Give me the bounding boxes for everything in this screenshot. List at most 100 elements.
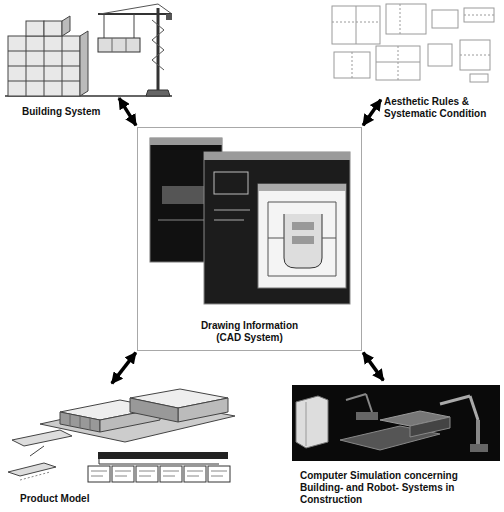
product-model-illustration: [91, 476, 103, 477]
product-model-illustration: [98, 452, 228, 459]
product-model-illustration: [136, 466, 158, 482]
product-model-illustration: [99, 459, 100, 464]
product-model-illustration: [184, 466, 206, 482]
simulation-illustration: [410, 417, 450, 437]
aesthetic-rules-illustration: [464, 15, 494, 16]
building-system-illustration: [152, 40, 164, 50]
product-model-illustration: [187, 471, 203, 472]
product-model-illustration: [12, 430, 72, 446]
product-model-illustration: [30, 446, 44, 456]
simulation-illustration: [346, 394, 366, 400]
aesthetic-rules-illustration: [376, 46, 420, 80]
caption-text: Building System: [22, 106, 100, 118]
aesthetic-rules-illustration: [332, 6, 380, 44]
product-model-illustration: [60, 412, 100, 432]
aesthetic-rules-illustration: [386, 4, 426, 34]
building-system-illustration: [166, 14, 172, 20]
building-system-illustration: [100, 4, 158, 14]
product-model-illustration: [20, 472, 50, 480]
product-model-illustration: [80, 416, 81, 428]
product-model-illustration: [211, 476, 223, 477]
cad-screen-illustration: [292, 236, 314, 244]
figure-panel: Aesthetic Rules & Systematic Condition: [382, 2, 504, 122]
product-model-illustration: [139, 471, 155, 472]
product-model-illustration: [91, 471, 107, 472]
product-model-illustration: [160, 466, 182, 482]
building-system-illustration: [5, 4, 172, 96]
building-system-illustration: [26, 21, 44, 36]
product-model-illustration: [112, 466, 134, 482]
building-system-illustration: [112, 38, 113, 52]
aesthetic-rules-illustration: [398, 46, 399, 80]
aesthetic-rules-illustration: [432, 10, 458, 28]
simulation-illustration: [470, 444, 488, 452]
product-model-illustration: [88, 466, 230, 482]
aesthetic-rules-illustration: [352, 52, 353, 78]
aesthetic-rules-illustration: [332, 4, 494, 82]
product-model-illustration: [163, 476, 175, 477]
product-model-illustration: [99, 464, 219, 465]
simulation-illustration: [440, 396, 470, 404]
product-model-illustration: [90, 418, 91, 430]
cad-screen-illustration: [150, 138, 350, 304]
cad-screen-illustration: [214, 210, 250, 211]
cad-screen-illustration: [322, 238, 336, 239]
cad-screen-illustration: [258, 184, 346, 191]
product-model-illustration: [115, 471, 131, 472]
product-model-illustration: [70, 414, 71, 426]
product-model-illustration: [211, 471, 227, 472]
building-system-illustration: [157, 8, 160, 92]
simulation-illustration: [476, 420, 480, 446]
simulation-illustration: [292, 385, 500, 461]
building-system-illustration: [8, 66, 80, 67]
aesthetic-rules-illustration: [334, 52, 370, 78]
building-system-illustration: [98, 38, 140, 52]
building-system-illustration: [8, 81, 80, 82]
simulation-illustration: [306, 402, 307, 446]
simulation-illustration: [366, 394, 372, 412]
building-system-illustration: [152, 60, 164, 70]
aesthetic-rules-illustration: [460, 55, 490, 56]
building-system-illustration: [104, 14, 105, 38]
aesthetic-rules-illustration: [400, 4, 401, 34]
double-arrow: [363, 353, 383, 381]
product-model-illustration: [163, 471, 179, 472]
product-model-illustration: [8, 389, 235, 482]
cad-screen-illustration: [258, 184, 346, 288]
product-model-illustration: [187, 476, 199, 477]
product-model-illustration: [178, 398, 228, 422]
building-system-illustration: [8, 36, 80, 96]
product-model-illustration: [139, 476, 151, 477]
figure-panel: Product Model: [5, 385, 245, 507]
cad-panel: Drawing Information (CAD System): [137, 127, 362, 351]
double-arrow: [119, 98, 136, 125]
building-system-illustration: [152, 50, 164, 60]
aesthetic-rules-illustration: [428, 44, 452, 66]
cad-screen-illustration: [162, 186, 206, 204]
caption-text: Aesthetic Rules & Systematic Condition: [384, 96, 498, 120]
caption-text: Computer Simulation concerning Building-…: [300, 470, 485, 506]
double-arrow: [112, 353, 136, 384]
product-model-illustration: [130, 398, 178, 422]
aesthetic-rules-illustration: [460, 40, 490, 70]
cad-screen-illustration: [214, 172, 248, 194]
double-arrow: [363, 100, 381, 126]
product-model-illustration: [115, 476, 127, 477]
product-model-illustration: [208, 466, 230, 482]
aesthetic-rules-illustration: [464, 8, 494, 22]
building-system-illustration: [8, 51, 80, 52]
building-system-illustration: [134, 14, 135, 38]
figure-panel: Building System: [20, 2, 118, 120]
building-system-illustration: [80, 31, 88, 96]
cad-screen-illustration: [292, 222, 314, 230]
simulation-illustration: [292, 385, 500, 461]
product-model-illustration: [88, 466, 110, 482]
simulation-illustration: [470, 396, 478, 420]
cad-screen-illustration: [268, 202, 336, 276]
cad-screen-illustration: [268, 238, 284, 239]
building-system-illustration: [152, 30, 164, 40]
building-system-illustration: [98, 13, 172, 15]
cad-screen-illustration: [214, 220, 244, 221]
